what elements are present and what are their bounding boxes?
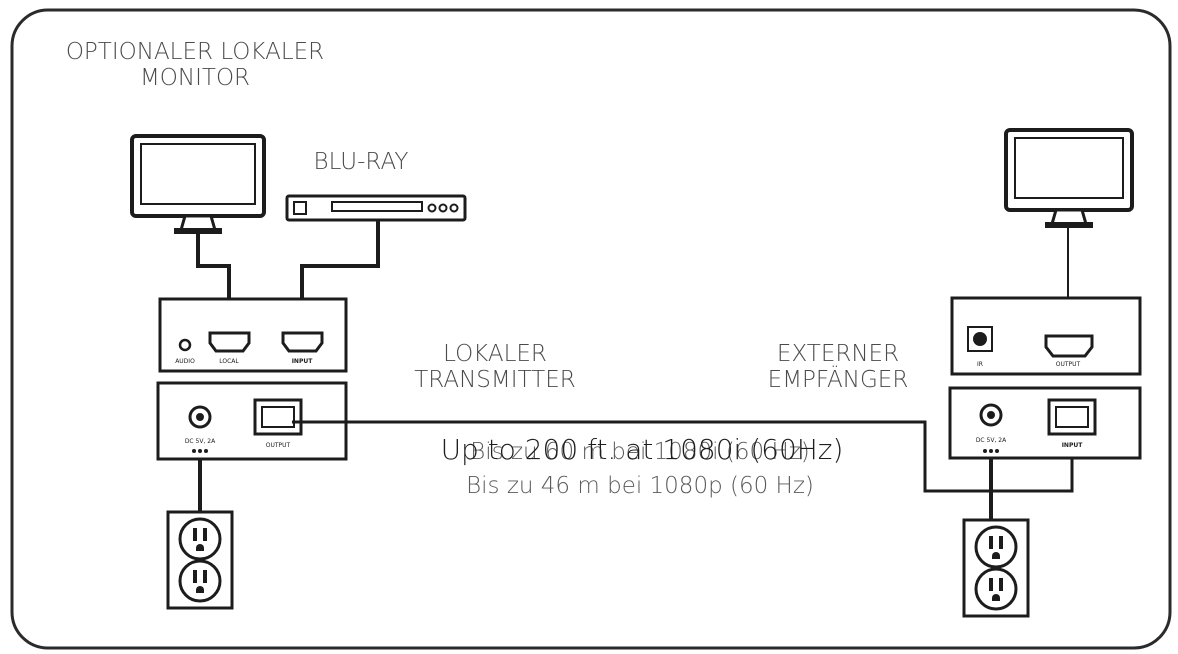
port-label-receiver-input: INPUT	[1062, 442, 1084, 449]
power-outlet-right-icon	[962, 518, 1030, 618]
port-label-dc: DC 5V, 2A	[185, 438, 216, 445]
port-label-input: INPUT	[292, 358, 314, 365]
label-bluray-text: BLU-RAY	[313, 149, 409, 175]
receiver-bottom-panel: DC 5V, 2A INPUT	[948, 386, 1142, 460]
port-label-output: OUTPUT	[266, 442, 291, 449]
distance-german-1080i: Bis zu 60 m bei 1080i (60 Hz)	[470, 439, 810, 465]
receiver-top-panel: IR OUTPUT	[950, 296, 1142, 376]
label-remote-receiver-line1: EXTERNER	[776, 341, 900, 367]
port-label-audio: AUDIO	[175, 358, 195, 365]
diagram-frame	[10, 8, 1172, 650]
transmitter-top-panel: AUDIO LOCAL INPUT	[158, 297, 348, 373]
port-label-receiver-output: OUTPUT	[1056, 361, 1081, 368]
power-outlet-left-icon	[166, 510, 234, 610]
port-label-receiver-dc: DC 5V, 2A	[976, 437, 1007, 444]
cable-lan	[292, 420, 1074, 493]
label-local-transmitter-line2: TRANSMITTER	[414, 366, 576, 393]
label-local-transmitter-line1: LOKALER	[443, 341, 547, 367]
label-bluray: BLU-RAY	[296, 149, 426, 176]
local-monitor-icon	[130, 134, 266, 234]
bluray-player-icon	[285, 194, 467, 222]
label-local-monitor-line2: MONITOR	[139, 64, 251, 91]
port-label-ir: IR	[977, 361, 983, 368]
remote-monitor-icon	[1004, 128, 1134, 228]
label-local-monitor-line1: OPTIONALER LOKALER	[65, 39, 325, 65]
port-label-local: LOCAL	[219, 358, 239, 365]
label-remote-receiver-line2: EMPFÄNGER	[767, 366, 909, 393]
distance-english: Up to 200 ft. at 1080i (60Hz)	[440, 433, 844, 466]
distance-german-1080p: Bis zu 46 m bei 1080p (60 Hz)	[466, 473, 814, 499]
label-local-monitor: OPTIONALER LOKALER MONITOR	[30, 39, 360, 92]
label-remote-receiver: EXTERNER EMPFÄNGER	[738, 341, 938, 394]
label-local-transmitter: LOKALER TRANSMITTER	[390, 341, 600, 394]
